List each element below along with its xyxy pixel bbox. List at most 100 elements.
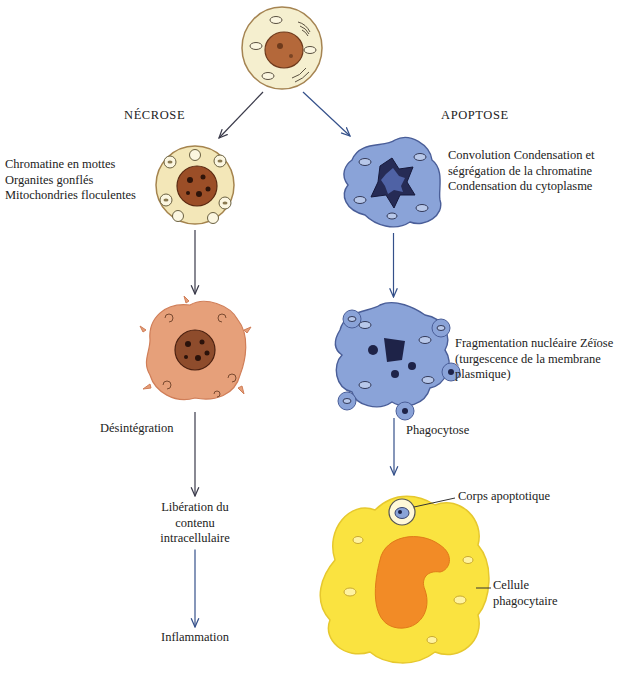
cell-nucleus — [175, 330, 215, 370]
nucleolus — [277, 43, 283, 49]
leader-line — [476, 588, 491, 589]
chromatin-clump — [201, 175, 206, 180]
process-heading: NÉCROSE — [124, 108, 185, 124]
organelle — [359, 159, 371, 166]
organelle-core — [218, 160, 223, 163]
swollen-organelle — [173, 211, 184, 222]
phagocyte-cell — [320, 496, 489, 663]
chromatin-clump — [184, 355, 188, 359]
apoptotic-body-core — [395, 508, 409, 519]
segregated-chromatin — [381, 168, 405, 194]
cell-stage: Chromatine en mottes Organites gonflés M… — [155, 145, 235, 225]
annotation-label: Corps apoptotique — [458, 489, 550, 505]
reticulum — [292, 68, 309, 82]
nuclear-fragment — [402, 408, 408, 414]
nuclear-fragment — [384, 338, 405, 362]
apoptotic-cell — [344, 138, 441, 227]
organelle-core — [168, 161, 173, 164]
organelle — [343, 399, 351, 404]
disintegrating-cell — [140, 296, 251, 400]
nuclear-fragment — [398, 510, 402, 514]
organelle — [359, 322, 371, 329]
cell-nucleus — [265, 32, 303, 68]
process-arrow — [393, 418, 394, 475]
organelle — [422, 377, 434, 384]
chromatin-clump — [186, 191, 190, 195]
apoptotic-body — [389, 499, 415, 525]
organelle — [387, 213, 397, 219]
mitochondrion — [304, 47, 316, 54]
mitochondrion — [270, 17, 282, 24]
process-arrow — [194, 412, 195, 496]
node-text: Chromatine en mottes Organites gonflés M… — [5, 157, 151, 204]
healthy-cell — [242, 7, 322, 89]
edge-label: Phagocytose — [406, 423, 469, 439]
cell-fragment — [140, 296, 251, 394]
text-node: Inflammation — [140, 630, 250, 646]
node-text: Libération du contenu intracellulaire — [155, 500, 235, 547]
cell-stage: Cellule phagocytaire — [320, 478, 490, 668]
text-node: Libération du contenu intracellulaire — [155, 500, 235, 547]
vacuole — [344, 588, 356, 596]
organelle — [348, 317, 356, 322]
membrane-bleb — [396, 402, 414, 420]
organelle-core — [223, 202, 228, 205]
cell-membrane — [335, 303, 449, 407]
organelle — [416, 205, 428, 212]
chromatin-clump — [206, 187, 211, 192]
process-arrow — [194, 550, 195, 628]
swollen-organelle — [160, 194, 172, 206]
leader-line — [414, 498, 455, 507]
cell-membrane — [156, 146, 234, 224]
nuclear-fragment — [391, 370, 399, 378]
swollen-organelle — [219, 197, 231, 209]
swollen-organelle — [214, 155, 226, 167]
process-arrow — [194, 230, 195, 294]
cell-nucleus — [177, 166, 217, 206]
vacuole — [454, 596, 466, 604]
swollen-organelle — [190, 150, 201, 161]
process-arrow — [219, 92, 263, 138]
nuclear-fragment — [368, 345, 378, 355]
organelle — [437, 326, 445, 331]
membrane-bleb — [338, 392, 356, 410]
chromatin-dot — [289, 54, 293, 58]
chromatin-clump — [200, 340, 205, 345]
organelle — [359, 382, 371, 389]
organelle — [419, 337, 431, 344]
cell-membrane — [344, 138, 441, 227]
chromatin-clump — [185, 341, 191, 347]
chromatin-clump — [196, 191, 202, 197]
node-text: Cellule phagocytaire — [493, 578, 573, 609]
mitochondrion — [262, 73, 274, 80]
cell-membrane — [242, 7, 322, 89]
chromatin-clump — [205, 351, 210, 356]
membrane-bleb — [343, 310, 361, 328]
organelle-core — [164, 199, 169, 202]
swollen-organelle — [208, 213, 219, 224]
membrane-remnant — [163, 314, 236, 397]
node-text: Inflammation — [140, 630, 250, 646]
vacuole — [353, 537, 363, 544]
node-text: Convolution Condensation et ségrégation … — [448, 148, 626, 195]
blebbing-cell — [335, 303, 460, 420]
mitochondrion — [250, 43, 262, 50]
process-heading: APOPTOSE — [441, 108, 509, 124]
nuclear-fragment — [448, 369, 454, 375]
cell-nucleus — [375, 537, 449, 629]
condensed-nucleus — [371, 158, 415, 208]
nuclear-fragment — [408, 362, 416, 370]
node-text: Fragmentation nucléaire Zéïose (turgesce… — [455, 336, 625, 383]
swollen-organelle — [164, 156, 176, 168]
chromatin-clump — [195, 355, 201, 361]
process-arrow — [393, 233, 394, 297]
necrotic-cell — [156, 146, 234, 224]
annotation-label: Désintégration — [100, 421, 174, 437]
process-arrow — [303, 92, 350, 136]
golgi-apparatus — [298, 22, 310, 36]
chromatin-clump — [187, 177, 193, 183]
cell-stage: Fragmentation nucléaire Zéïose (turgesce… — [335, 300, 453, 415]
organelle — [414, 154, 426, 161]
cell-stage: Convolution Condensation et ségrégation … — [345, 138, 442, 230]
